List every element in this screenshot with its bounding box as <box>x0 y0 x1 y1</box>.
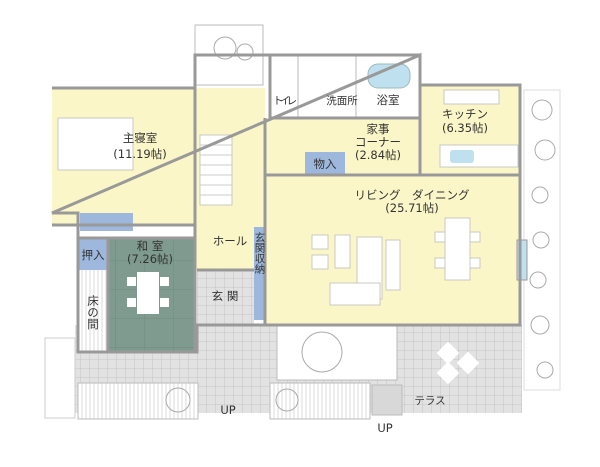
garden-bed-left <box>77 382 199 420</box>
planter-icon <box>301 331 343 373</box>
entrance-storage-label: 玄関収納 <box>254 231 266 275</box>
washitsu-label: 和 室 <box>137 239 164 253</box>
kitchen-sink <box>450 150 474 163</box>
entrance-storage <box>254 227 265 320</box>
terrace-step <box>371 384 403 416</box>
master-bedroom-size: (11.19帖) <box>113 147 166 161</box>
walls <box>51 52 522 354</box>
up-marker-2: UP <box>377 421 392 435</box>
dining-table <box>434 217 481 281</box>
tatami-closet <box>78 238 108 270</box>
living-dining-label: リビング ダイニング <box>355 188 470 202</box>
garden-bottom-left <box>44 337 76 419</box>
hall-label: ホール <box>213 234 248 248</box>
terrace-label: テラス <box>414 395 445 407</box>
bay-window <box>516 239 528 281</box>
garden-right <box>523 89 561 391</box>
kitchen-size: (6.35帖) <box>442 121 488 135</box>
washroom-label: 洗面所 <box>326 95 358 107</box>
entrance-label: 玄 関 <box>212 289 239 303</box>
housework-label-1: 家事 <box>367 122 390 136</box>
closet-label: 押入 <box>82 248 105 262</box>
master-bedroom-label: 主寝室 <box>123 131 158 145</box>
tokonoma <box>78 270 108 352</box>
storage-label: 物入 <box>314 157 337 171</box>
garden-bed-right <box>269 382 371 420</box>
housework-size: (2.84帖) <box>355 148 401 162</box>
living-furniture <box>311 234 401 306</box>
kitchen-label: キッチン <box>442 107 488 121</box>
up-marker-1: UP <box>220 403 235 417</box>
kitchen-back-counter <box>443 89 500 105</box>
washitsu-size: (7.26帖) <box>127 252 173 266</box>
stairs <box>199 134 233 206</box>
entrance <box>197 270 254 325</box>
housework-label-2: コーナー <box>355 135 401 149</box>
tokonoma-label: 床の間 <box>86 294 100 330</box>
bathroom-label: 浴室 <box>377 93 400 107</box>
terrace-furniture <box>436 341 480 385</box>
bed <box>57 117 134 171</box>
living-dining-size: (25.71帖) <box>385 201 438 215</box>
bedroom-closet <box>80 213 133 231</box>
storage <box>305 152 345 175</box>
toilet-label: トイレ <box>273 95 297 107</box>
washitsu-table <box>127 272 169 314</box>
